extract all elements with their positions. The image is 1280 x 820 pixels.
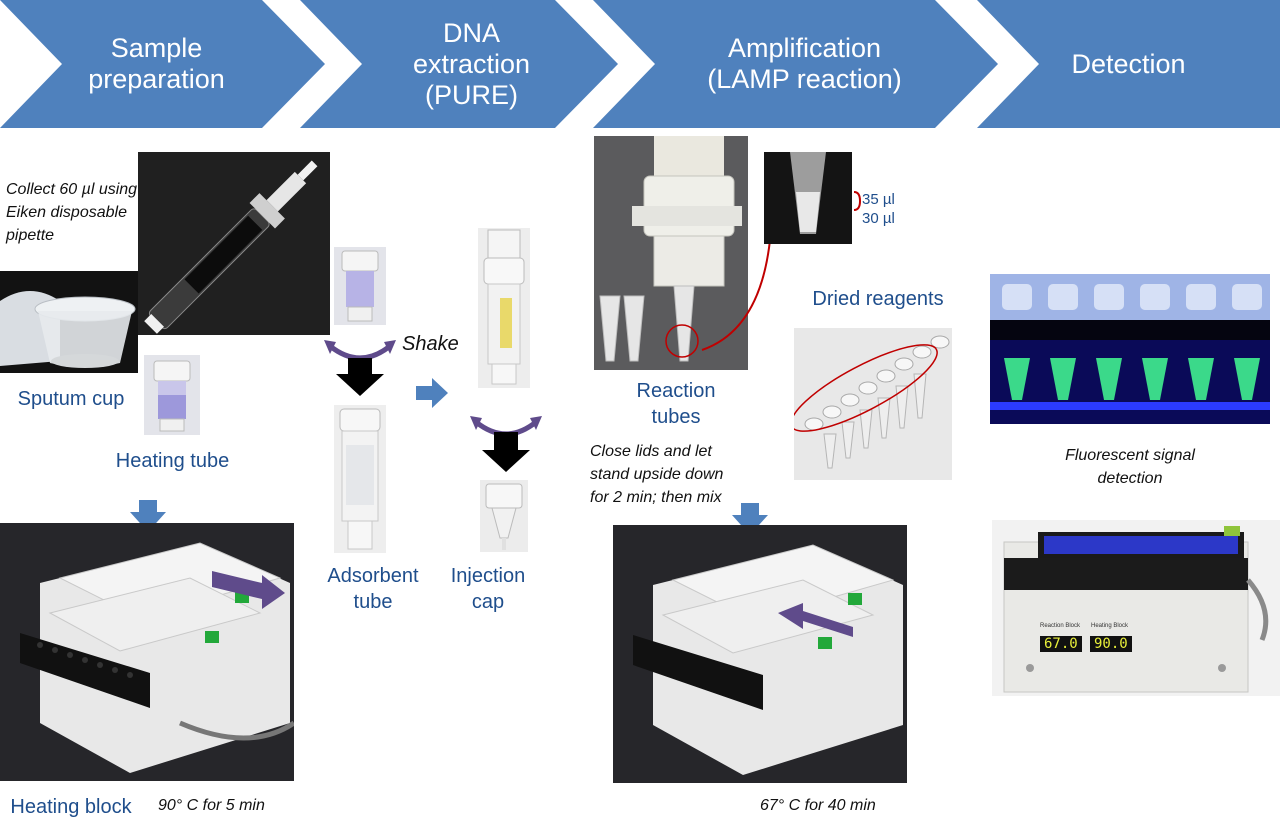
extraction-assembly-photo — [478, 228, 530, 388]
heating-condition: 90° C for 5 min — [158, 797, 265, 814]
sputum-cup-photo — [0, 271, 138, 373]
down-arrow-icon — [732, 503, 768, 535]
tube-zoom-photo — [764, 152, 852, 244]
zoom-connector — [701, 232, 776, 351]
heating-block-photo — [0, 523, 294, 781]
volume-bracket — [853, 191, 862, 211]
flip-arrow-icon — [324, 340, 396, 396]
step-title: Detection — [1071, 48, 1186, 79]
heating-block-label: Heating block — [10, 796, 132, 818]
flip-arrow-icon — [470, 416, 542, 472]
heating-tube-small-photo — [334, 247, 386, 325]
reaction-tubes-label: Reaction tubes — [636, 380, 716, 428]
step-sample-preparation: Sample preparation — [0, 0, 325, 128]
dried-reagents-label: Dried reagents — [812, 288, 944, 310]
step-title: DNA extraction (PURE) — [412, 17, 531, 110]
adsorbent-tube-label: Adsorbent tube — [327, 565, 419, 613]
reaction-tubes-photo — [594, 136, 748, 370]
injection-cap-label: Injection cap — [450, 565, 526, 613]
fluorescent-note: Fluorescent signal detection — [1065, 447, 1195, 487]
reaction-block-caption: Reaction Block — [1040, 623, 1081, 629]
injection-cap-photo — [480, 480, 528, 552]
adsorbent-tube-photo — [334, 405, 386, 553]
volume-35: 35 µl — [862, 191, 895, 208]
detection-device-photo: Reaction Block Heating Block 67.0 90.0 — [992, 520, 1280, 696]
heating-block-caption: Heating Block — [1091, 623, 1129, 629]
collect-note: Collect 60 µl using Eiken disposable pip… — [6, 181, 138, 244]
heating-tube-photo — [144, 355, 200, 435]
volume-30: 30 µl — [862, 210, 895, 227]
reaction-block-readout: 67.0 — [1044, 636, 1078, 652]
amplification-condition: 67° C for 40 min — [760, 797, 876, 814]
step-title: Amplification (LAMP reaction) — [707, 33, 902, 94]
step-amplification: Amplification (LAMP reaction) — [593, 0, 998, 128]
amplification-block-photo — [613, 525, 907, 783]
close-lids-note: Close lids and let stand upside down for… — [590, 443, 724, 506]
heating-block-readout: 90.0 — [1094, 636, 1128, 652]
heating-tube-label: Heating tube — [115, 450, 230, 472]
step-dna-extraction: DNA extraction (PURE) — [300, 0, 618, 128]
fluorescence-photo — [990, 274, 1270, 424]
shake-label: Shake — [402, 333, 459, 355]
pipette-photo — [138, 152, 330, 335]
step-detection: Detection — [977, 0, 1280, 128]
step-title: Sample preparation — [88, 33, 225, 94]
down-arrow-icon — [130, 500, 166, 532]
dried-reagents-photo — [794, 328, 952, 480]
sputum-cup-label: Sputum cup — [17, 388, 125, 410]
right-arrow-icon — [416, 378, 448, 408]
